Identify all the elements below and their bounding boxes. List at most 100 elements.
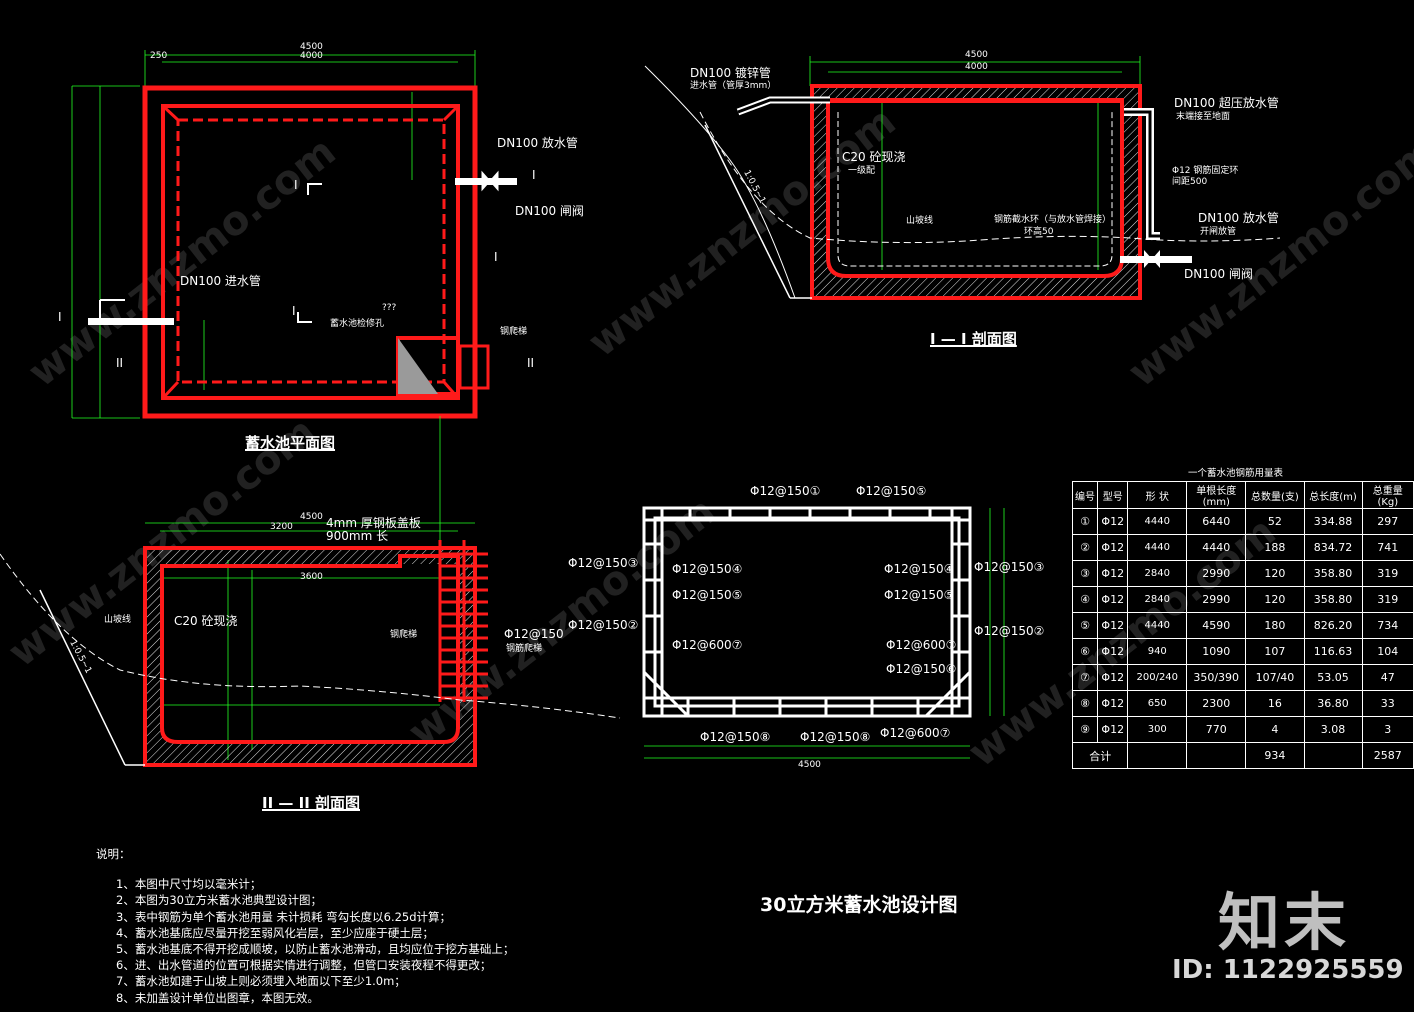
cell-len: 2990 <box>1186 586 1247 613</box>
rebar-label: Φ12@150⑤ <box>856 484 927 498</box>
rebar-label: Φ12@150⑤ <box>884 588 955 602</box>
note-item: 4、蓄水池基底应尽量开挖至弱风化岩层，至少应座于硬土层； <box>116 925 434 940</box>
rebar-label: Φ12@150⑧ <box>800 730 871 744</box>
th-type: 型号 <box>1097 481 1129 509</box>
cell-len: 1090 <box>1186 638 1247 665</box>
cell-total-len: 36.80 <box>1303 690 1363 717</box>
cell-no: ⑧ <box>1071 690 1099 717</box>
s2-cover-sub: 900mm 长 <box>326 529 389 543</box>
cell-len: 4440 <box>1186 534 1247 561</box>
rebar-label: Φ12@150⑤ <box>672 588 743 602</box>
cell-shape: 650 <box>1127 690 1188 717</box>
s1-inlet-sub: 进水管（管厚3mm） <box>690 81 777 91</box>
rebar-label: Φ12@150⑥ <box>886 662 957 676</box>
section-mark: I <box>58 310 62 324</box>
s1-concrete-sub: 一级配 <box>848 166 876 176</box>
cell-shape: 4440 <box>1127 612 1188 639</box>
cell-len: 2300 <box>1186 690 1247 717</box>
s1-dim-inner: 4000 <box>965 62 988 72</box>
rebar-label: Φ12@600⑦ <box>880 726 951 740</box>
plan-dim-wall: 250 <box>150 51 168 61</box>
section-mark: II <box>116 356 124 370</box>
rebar-detail <box>642 506 972 718</box>
cell-total-len: 358.80 <box>1303 560 1363 587</box>
rebar-dim: 4500 <box>798 760 821 770</box>
s1-waterstop-label: 钢筋截水环（与放水管焊接） <box>994 215 1112 225</box>
cell-weight: 33 <box>1361 690 1414 717</box>
cell-shape: 4440 <box>1127 508 1188 535</box>
cell-weight: 47 <box>1361 664 1414 691</box>
cell-len: 6440 <box>1186 508 1247 535</box>
cell-weight: 297 <box>1361 508 1414 535</box>
s1-waterstop-sub: 环高50 <box>1024 227 1054 237</box>
plan-title: 蓄水池平面图 <box>245 434 336 452</box>
rebar-label: Φ12@150④ <box>672 562 743 576</box>
rebar-label: Φ12@150② <box>568 618 639 632</box>
s1-ring-label: Φ12 钢筋固定环 <box>1172 166 1239 176</box>
section-mark: II <box>527 356 535 370</box>
cell-type: Φ12 <box>1097 638 1129 665</box>
plan-dim-inner: 4000 <box>300 51 323 61</box>
th-no: 编号 <box>1071 481 1099 509</box>
s2-slope-label: 山坡线 <box>104 615 132 625</box>
cell-total-len: 826.20 <box>1303 612 1363 639</box>
plan-inlet-pipe-label: DN100 进水管 <box>180 274 261 288</box>
cell-qty: 16 <box>1245 690 1305 717</box>
cell-shape: 2840 <box>1127 586 1188 613</box>
s1-drain-label: DN100 放水管 <box>1198 211 1279 225</box>
total-weight: 2587 <box>1361 742 1414 769</box>
cell-no: ③ <box>1071 560 1099 587</box>
rebar-label: Φ12@150② <box>974 624 1045 638</box>
cell-qty: 120 <box>1245 560 1305 587</box>
cell-no: ⑤ <box>1071 612 1099 639</box>
section-mark: I <box>494 250 498 264</box>
design-notes: 说明： 1、本图中尺寸均以毫米计； 2、本图为30立方米蓄水池典型设计图； 3、… <box>96 846 514 1006</box>
rebar-label: Φ12@600⑦ <box>672 638 743 652</box>
notes-heading: 说明： <box>96 847 131 861</box>
cell-len: 770 <box>1186 716 1247 743</box>
plan-manhole-label: 蓄水池检修孔 <box>330 319 385 329</box>
th-weight: 总重量(Kg) <box>1361 481 1414 509</box>
cell-len: 4590 <box>1186 612 1247 639</box>
cell-qty: 107/40 <box>1245 664 1305 691</box>
cell-weight: 741 <box>1361 534 1414 561</box>
cell-total-len: 834.72 <box>1303 534 1363 561</box>
cell-weight: 319 <box>1361 586 1414 613</box>
s1-inlet-label: DN100 镀锌管 <box>690 66 771 80</box>
section-2-2 <box>0 522 621 767</box>
th-qty: 总数量(支) <box>1245 481 1305 509</box>
cell-len: 350/390 <box>1186 664 1247 691</box>
rebar-label: Φ12@150④ <box>884 562 955 576</box>
s1-dim-total: 4500 <box>965 50 988 60</box>
cell-total-len: 3.08 <box>1303 716 1363 743</box>
section2-title: II — II 剖面图 <box>262 794 360 812</box>
drawing-title: 30立方米蓄水池设计图 <box>760 894 958 916</box>
cell-weight: 3 <box>1361 716 1414 743</box>
cell-total-len: 116.63 <box>1303 638 1363 665</box>
cell-qty: 4 <box>1245 716 1305 743</box>
note-item: 5、蓄水池基底不得开挖成顺坡，以防止蓄水池滑动，且均应位于挖方基础上； <box>116 942 515 957</box>
cell-qty: 180 <box>1245 612 1305 639</box>
th-total-len: 总长度(m) <box>1303 481 1363 509</box>
s1-ring-sub: 间距500 <box>1172 177 1208 187</box>
steel-ladder <box>438 540 488 702</box>
note-item: 3、表中钢筋为单个蓄水池用量 未计损耗 弯勾长度以6.25d计算； <box>116 909 452 924</box>
section-mark: I <box>532 168 536 182</box>
th-shape: 形 状 <box>1127 481 1188 509</box>
cell-total-len: 334.88 <box>1303 508 1363 535</box>
cell-shape: 940 <box>1127 638 1188 665</box>
cell-weight: 319 <box>1361 560 1414 587</box>
cell-qty: 120 <box>1245 586 1305 613</box>
s2-ladder-label: 钢爬梯 <box>390 630 418 640</box>
s2-cover-label: 4mm 厚钢板盖板 <box>326 516 421 530</box>
cell-type: Φ12 <box>1097 690 1129 717</box>
